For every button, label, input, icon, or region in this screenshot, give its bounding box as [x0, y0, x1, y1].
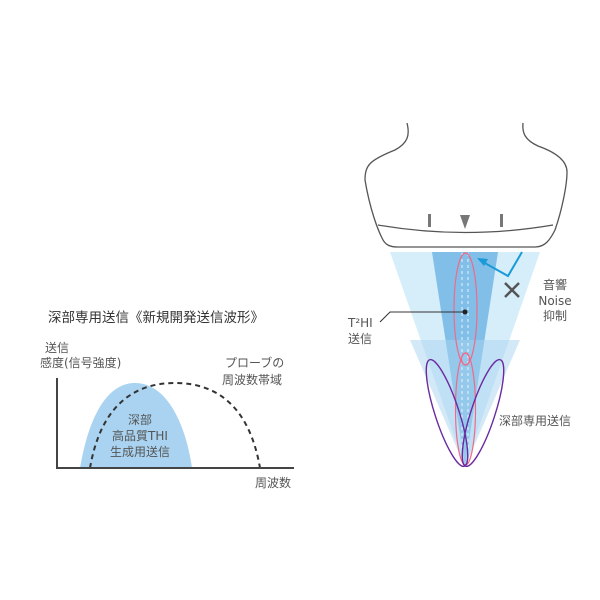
noise-label-2: Noise	[538, 294, 571, 308]
area-label-2: 高品質THI	[112, 428, 168, 443]
t2hi-leader-line	[379, 311, 465, 323]
deep-thi-area	[80, 383, 192, 468]
probe-band-label-1: プローブの	[225, 355, 284, 370]
x-label: 周波数	[255, 475, 291, 490]
y-label-2: 感度(信号強度)	[40, 355, 121, 370]
t2hi-label-1: T²HI	[347, 316, 373, 330]
area-label-1: 深部	[128, 412, 152, 427]
probe-outline	[364, 122, 568, 248]
noise-label-3: 抑制	[543, 308, 567, 323]
t2hi-label-2: 送信	[348, 331, 372, 346]
chart-title: 深部専用送信《新規開発送信波形》	[48, 310, 264, 326]
probe-band-curve	[89, 381, 261, 469]
t2hi-small-lobe	[460, 352, 471, 366]
area-label-3: 生成用送信	[110, 444, 170, 459]
probe-tick-right	[500, 214, 503, 227]
deep-transmit-label: 深部専用送信	[499, 413, 571, 428]
probe-tick-left	[428, 214, 431, 227]
deep-right-lobe	[461, 358, 505, 468]
probe-center-marker-icon	[460, 215, 470, 229]
deep-beam	[410, 340, 520, 467]
probe-lens-line	[377, 224, 554, 234]
reflection-arrow	[482, 251, 523, 278]
t2hi-point	[462, 309, 468, 315]
y-label-1: 送信	[45, 340, 69, 355]
cross-icon	[504, 282, 520, 298]
noise-label-1: 音響	[543, 277, 567, 292]
probe-band-label-2: 周波数帯域	[222, 372, 282, 387]
arrow-head-icon	[477, 258, 488, 266]
